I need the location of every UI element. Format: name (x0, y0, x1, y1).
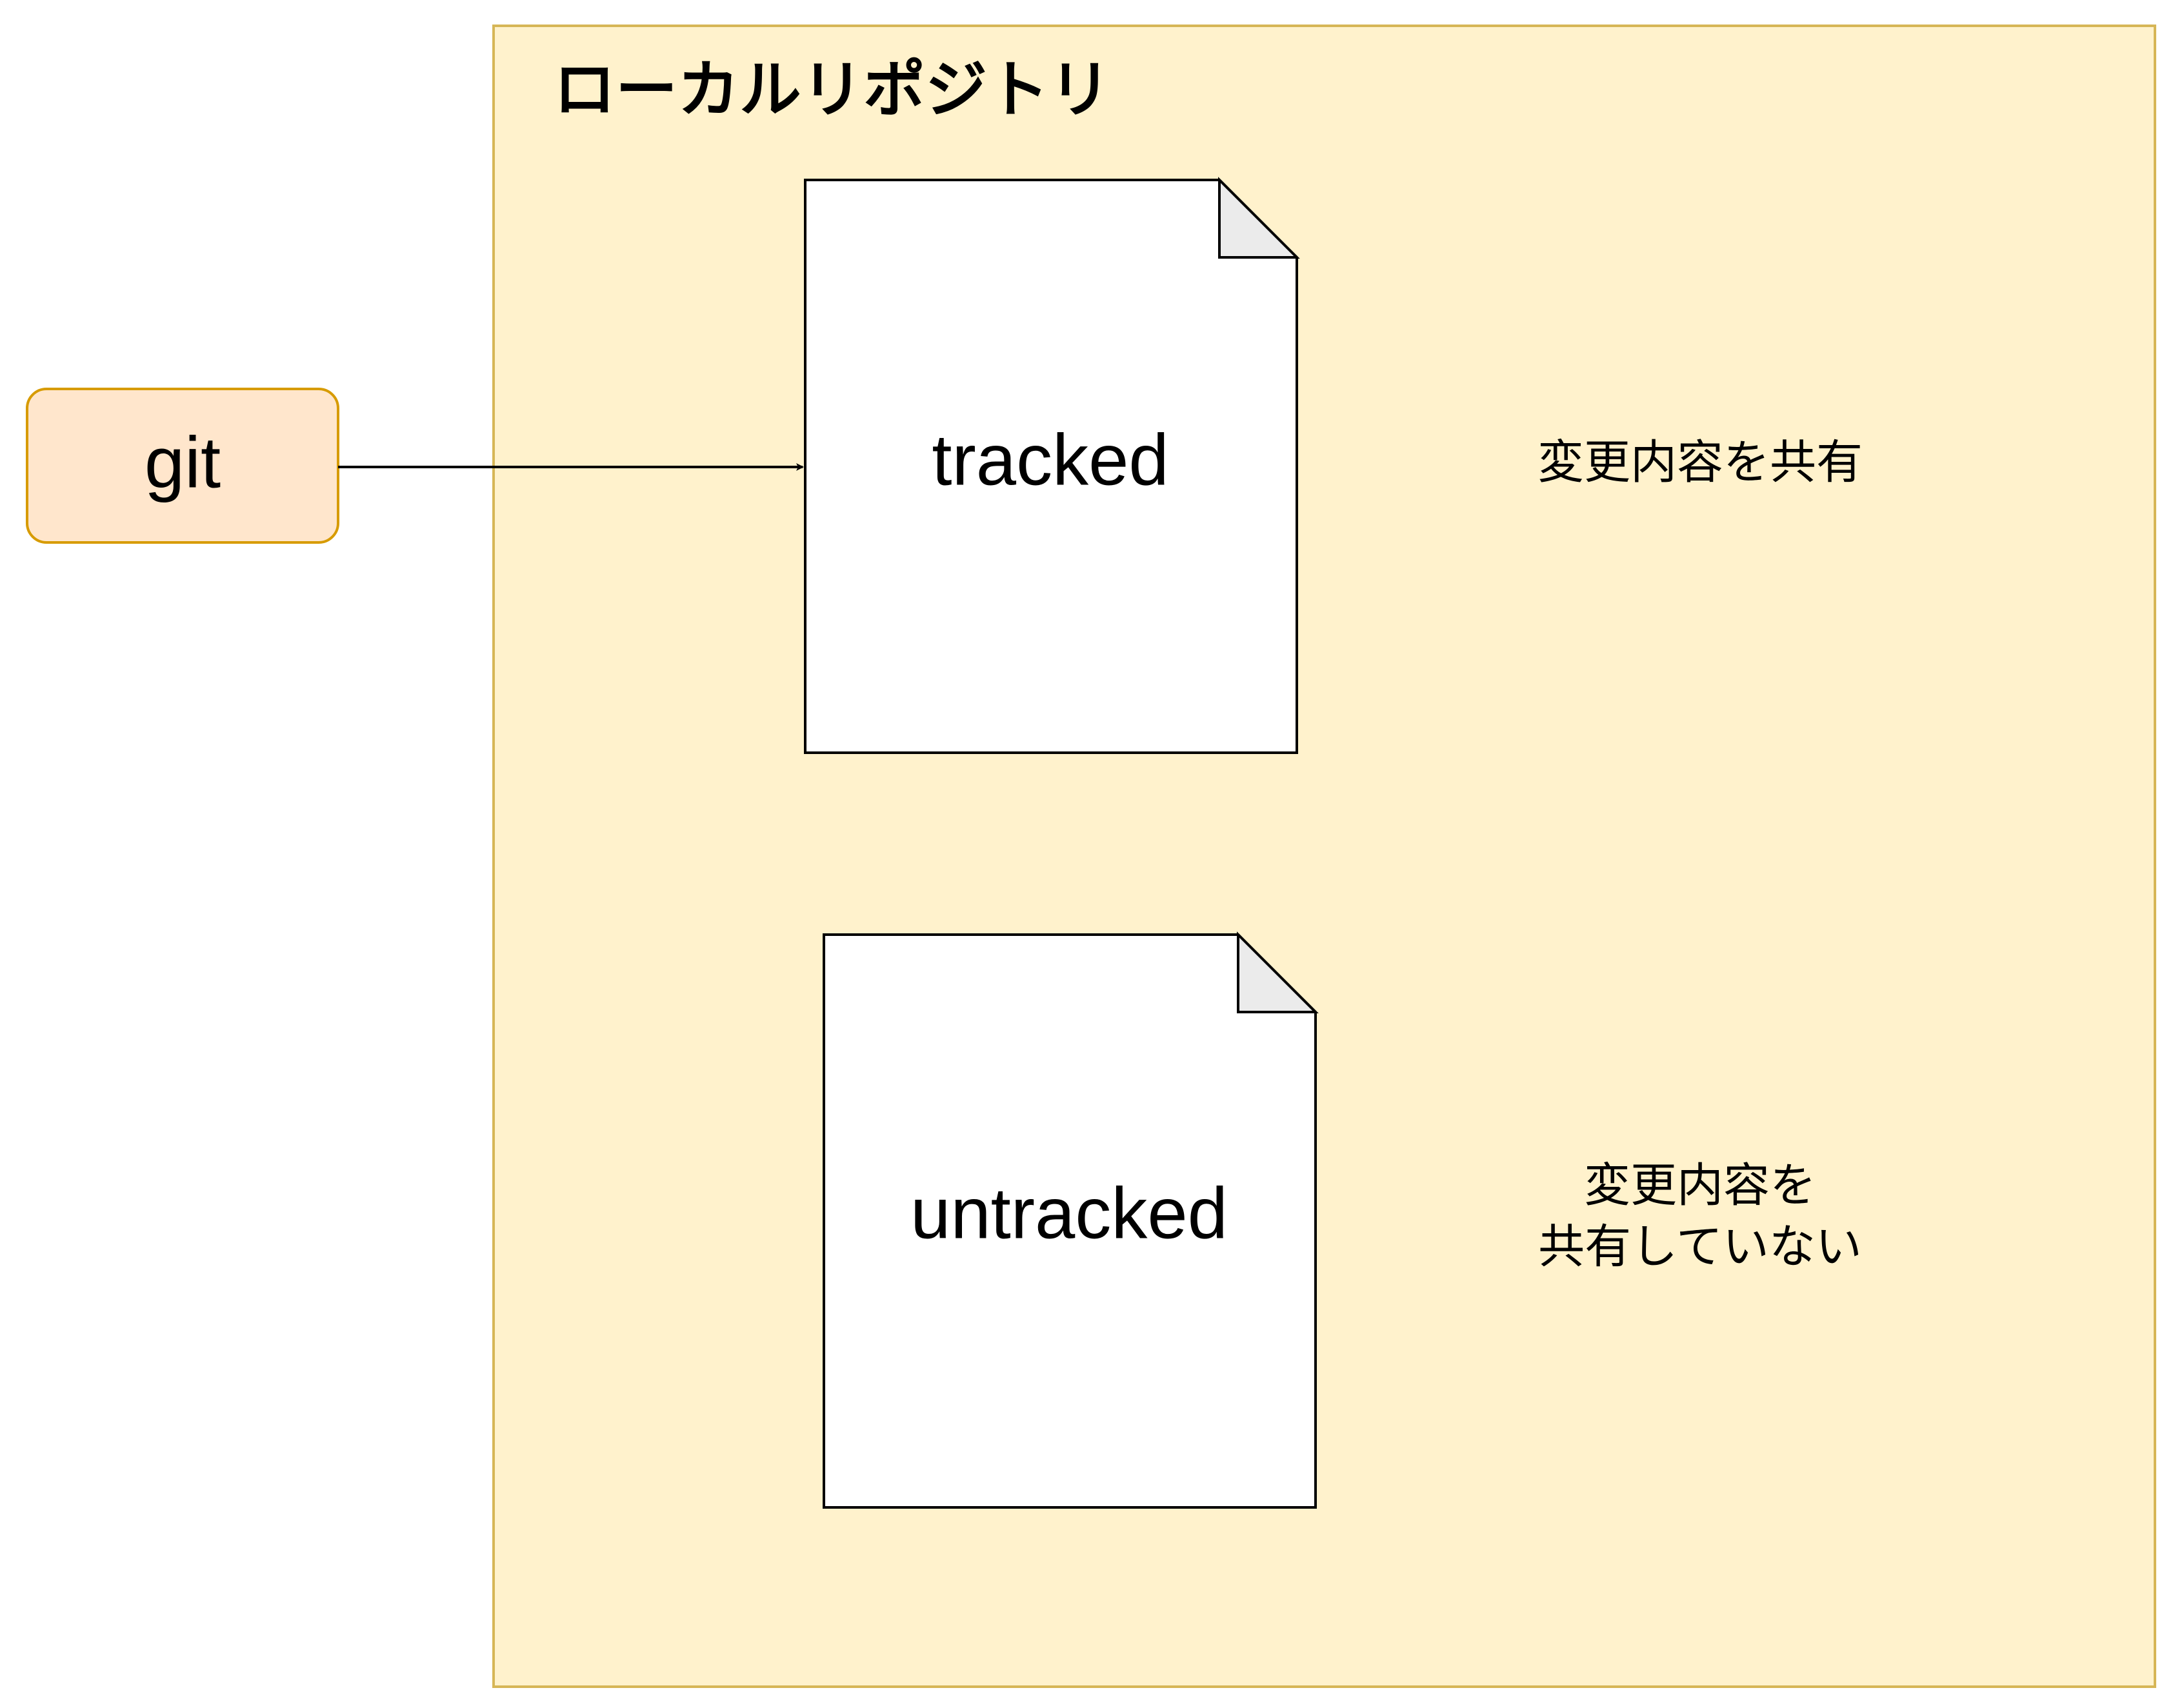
tracked-note: 変更内容を共有 (1537, 435, 1863, 490)
untracked-note-line-1: 変更内容を (1584, 1158, 1816, 1213)
local-repository-container[interactable]: ローカルリポジトリ (492, 25, 2156, 1688)
tracked-document-label: tracked (932, 420, 1168, 501)
container-title: ローカルリポジトリ (554, 54, 1111, 126)
tracked-document-fold (1218, 177, 1300, 259)
untracked-note: 変更内容を 共有していない (1538, 1158, 1862, 1274)
tracked-document-shape (804, 179, 1298, 754)
container-box (492, 25, 2156, 1688)
untracked-note-line-2: 共有していない (1538, 1220, 1862, 1274)
untracked-document-shape (823, 933, 1317, 1509)
untracked-document-fold (1237, 931, 1319, 1013)
untracked-document-label: untracked (910, 1173, 1228, 1254)
untracked-document[interactable]: untracked (823, 931, 1319, 1509)
git-node-label: git (145, 422, 221, 503)
tracked-document[interactable]: tracked (804, 177, 1300, 754)
git-node[interactable]: git (26, 388, 339, 544)
